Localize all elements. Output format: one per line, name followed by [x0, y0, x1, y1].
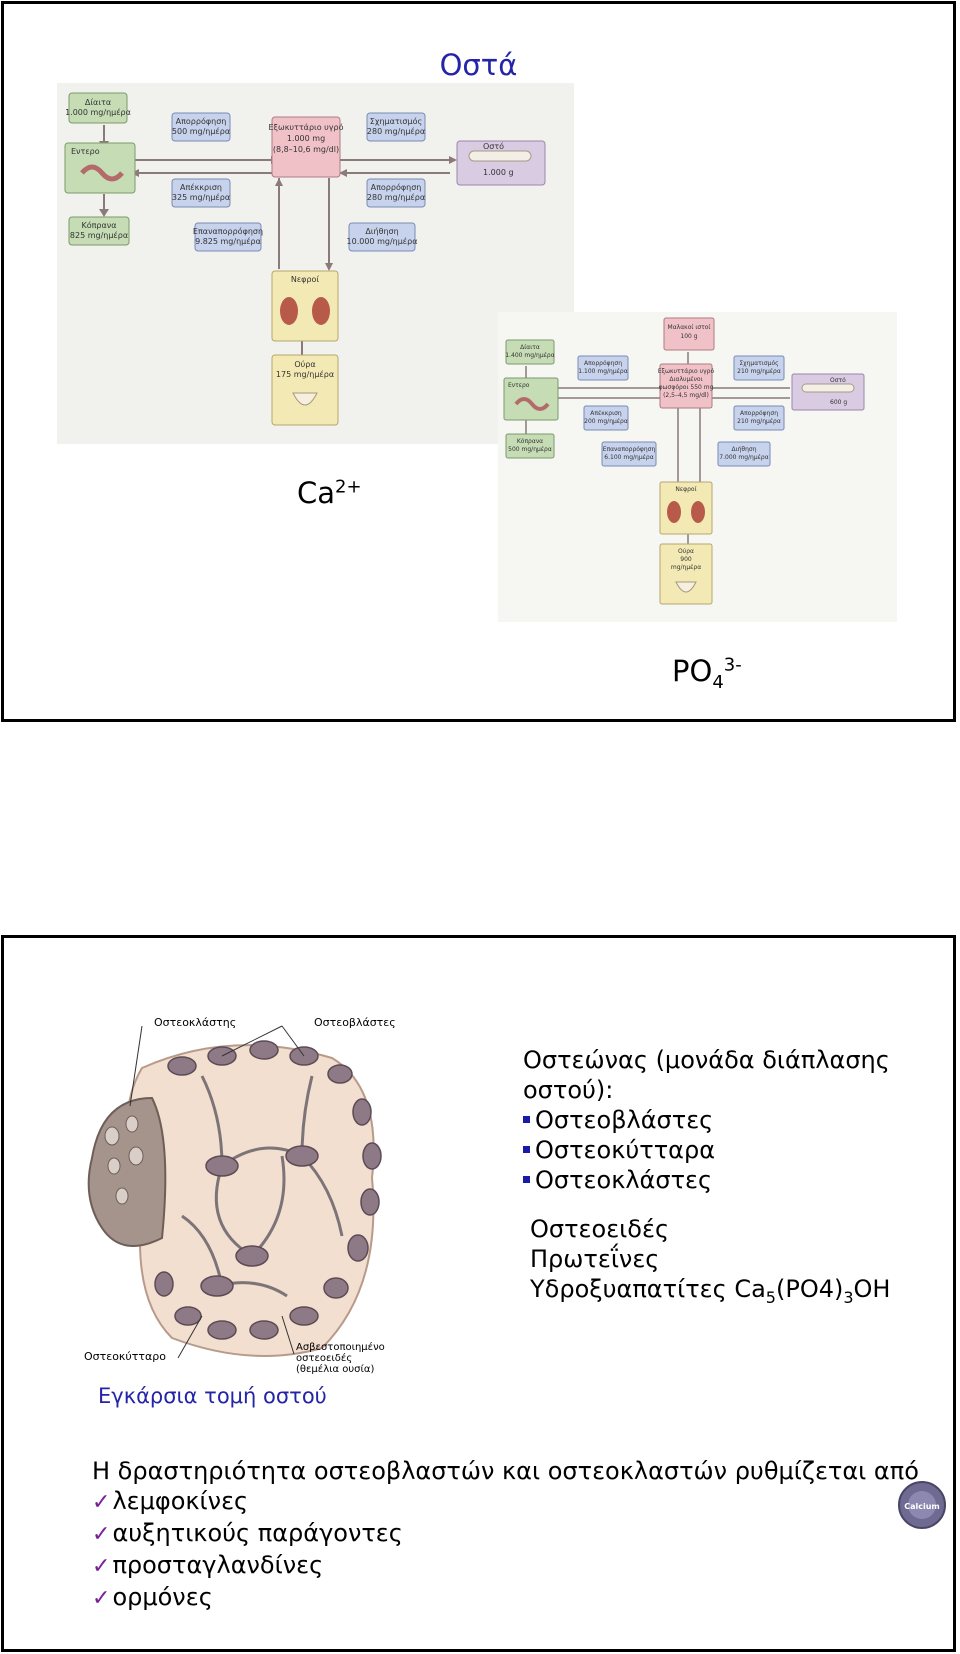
calcified-matrix-label: Ασβεστοποιημένο οστεοειδές (θεμέλια ουσί… — [296, 1342, 385, 1375]
ca-intestine-label: Εντερο — [71, 147, 100, 156]
cell-list-item: Οστεοβλάστες — [523, 1105, 890, 1135]
osteon-heading: Οστεώνας (μονάδα διάπλασης οστού): Οστεο… — [523, 1045, 890, 1195]
square-bullet-icon — [523, 1115, 530, 1123]
po-intestine-label: Εντερο — [508, 382, 530, 389]
regulator-item: ✓αυξητικούς παράγοντες — [92, 1519, 403, 1547]
osteoblasts-label: Οστεοβλάστες — [314, 1016, 396, 1029]
checkmark-icon: ✓ — [92, 1554, 111, 1579]
bone-cross-section-illustration: Οστεοκλάστης Οστεοβλάστες Οστεοκύτταρο Α… — [82, 1016, 400, 1376]
calcium-ion-label: Ca2+ — [297, 476, 362, 510]
osteoclast-label: Οστεοκλάστης — [154, 1016, 237, 1029]
ca-kidneys-label: Νεφροί — [291, 275, 320, 284]
regulation-sentence: Η δραστηριότητα οστεοβλαστών και οστεοκλ… — [92, 1457, 919, 1485]
regulator-item: ✓προσταγλανδίνες — [92, 1551, 324, 1579]
checkmark-icon: ✓ — [92, 1586, 111, 1611]
regulation-block: Η δραστηριότητα οστεοβλαστών και οστεοκλ… — [92, 1456, 919, 1614]
matrix-composition: Οστεοειδές Πρωτεΐνες Υδροξυαπατίτες Ca5(… — [530, 1214, 890, 1313]
cell-list-item: Οστεοκύτταρα — [523, 1135, 890, 1165]
slide-osteon: Οστεοκλάστης Οστεοβλάστες Οστεοκύτταρο Α… — [1, 935, 956, 1652]
phosphate-ion-label: PO43- — [672, 654, 742, 693]
osteoid-text: Οστεοειδές — [530, 1215, 670, 1243]
hydroxyapatite-text: Υδροξυαπατίτες Ca5(PO4)3OH — [530, 1275, 891, 1307]
square-bullet-icon — [523, 1145, 530, 1153]
proteins-text: Πρωτεΐνες — [530, 1245, 660, 1273]
checkmark-icon: ✓ — [92, 1522, 111, 1547]
osteon-heading-line-2: οστού): — [523, 1076, 614, 1104]
square-bullet-icon — [523, 1175, 530, 1183]
slide-bones-ca-po4: Οστά — [1, 1, 956, 722]
regulator-item: ✓λεμφοκίνες — [92, 1487, 249, 1515]
cross-section-caption: Εγκάρσια τομή οστού — [98, 1384, 327, 1408]
calcium-logo-text: Calcium — [904, 1502, 940, 1511]
cell-list-item: Οστεοκλάστες — [523, 1165, 890, 1195]
regulator-item: ✓ορμόνες — [92, 1583, 213, 1611]
po-kidneys-label: Νεφροί — [675, 486, 696, 493]
osteocyte-label: Οστεοκύτταρο — [84, 1350, 166, 1363]
calcium-logo: Calcium — [897, 1480, 947, 1530]
checkmark-icon: ✓ — [92, 1490, 111, 1515]
osteon-heading-line-1: Οστεώνας (μονάδα διάπλασης — [523, 1046, 890, 1074]
slide-title: Οστά — [439, 48, 518, 82]
